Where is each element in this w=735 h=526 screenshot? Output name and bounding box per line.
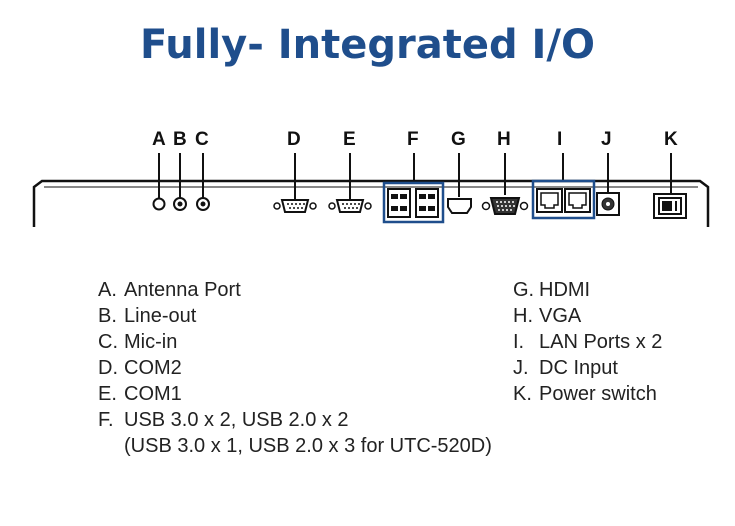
legend-item-g: G.HDMI bbox=[513, 277, 662, 303]
callout-e: E bbox=[343, 129, 356, 150]
power-switch-icon bbox=[653, 193, 687, 219]
legend-item-j: J. DC Input bbox=[513, 355, 662, 381]
callout-c: C bbox=[195, 129, 209, 150]
legend-label: Antenna Port bbox=[124, 279, 241, 301]
mic-in-jack-icon bbox=[196, 197, 210, 211]
io-panel-diagram: A B C D E F G H I J K bbox=[32, 129, 710, 227]
legend-key: D. bbox=[98, 357, 118, 379]
legend-key: E. bbox=[98, 383, 117, 405]
leader-lines bbox=[158, 153, 672, 200]
legend-label: LAN Ports x 2 bbox=[539, 331, 663, 353]
legend-label: HDMI bbox=[539, 279, 591, 301]
page-title: Fully- Integrated I/O bbox=[139, 22, 596, 68]
legend-item-d: D. COM2 bbox=[98, 355, 492, 381]
vga-port-icon bbox=[481, 197, 529, 215]
legend-key: H. bbox=[513, 305, 533, 327]
legend-item-b: B. Line-out bbox=[98, 303, 492, 329]
legend-item-f: F. USB 3.0 x 2, USB 2.0 x 2 bbox=[98, 407, 492, 433]
legend-item-e: E. COM1 bbox=[98, 381, 492, 407]
legend-label: VGA bbox=[539, 305, 582, 327]
legend-label: Mic-in bbox=[124, 331, 178, 353]
lan-ports-icon bbox=[536, 188, 591, 213]
legend-key: B. bbox=[98, 305, 117, 327]
panel-outline bbox=[32, 179, 710, 227]
callout-j: J bbox=[601, 129, 612, 150]
antenna-port-icon bbox=[152, 197, 166, 211]
legend-label: Power switch bbox=[539, 383, 657, 405]
legend-key: J. bbox=[513, 357, 529, 379]
legend-item-h: H. VGA bbox=[513, 303, 662, 329]
legend-key: F. bbox=[98, 409, 114, 431]
legend-key: K. bbox=[513, 383, 532, 405]
legend-key: G. bbox=[513, 279, 535, 301]
legend-label: DC Input bbox=[539, 357, 618, 379]
callout-h: H bbox=[497, 129, 511, 150]
legend-label: USB 3.0 x 2, USB 2.0 x 2 bbox=[124, 409, 349, 431]
callout-d: D bbox=[287, 129, 301, 150]
callout-f: F bbox=[407, 129, 419, 150]
legend-left: A. Antenna Port B. Line-out C. Mic-in D. COM… bbox=[98, 277, 492, 459]
hdmi-port-icon bbox=[447, 198, 472, 214]
callout-g: G bbox=[451, 129, 466, 150]
legend-item-k: K. Power switch bbox=[513, 381, 662, 407]
usb-group-highlight bbox=[382, 181, 445, 224]
callout-i: I bbox=[557, 129, 562, 150]
legend-key: C. bbox=[98, 331, 118, 353]
usb-ports-icon bbox=[387, 188, 439, 218]
com2-port-icon bbox=[273, 199, 317, 213]
legend-item-a: A. Antenna Port bbox=[98, 277, 492, 303]
legend-note-f: (USB 3.0 x 1, USB 2.0 x 3 for UTC-520D) bbox=[124, 435, 492, 457]
legend-key: A. bbox=[98, 279, 117, 301]
callout-b: B bbox=[173, 129, 187, 150]
legend-label: Line-out bbox=[124, 305, 197, 327]
lan-group-highlight bbox=[531, 179, 596, 220]
legend-label: COM1 bbox=[124, 383, 182, 405]
callout-a: A bbox=[152, 129, 166, 150]
dc-input-icon bbox=[596, 192, 620, 216]
legend-label: COM2 bbox=[124, 357, 182, 379]
legend-key: I. bbox=[513, 331, 525, 353]
line-out-jack-icon bbox=[173, 197, 187, 211]
legend-item-i: I. LAN Ports x 2 bbox=[513, 329, 662, 355]
com1-port-icon bbox=[328, 199, 372, 213]
legend-item-c: C. Mic-in bbox=[98, 329, 492, 355]
legend-right: G.HDMI H.VGA I.LAN Ports x 2 J.DC Input … bbox=[513, 277, 662, 407]
callout-k: K bbox=[664, 129, 678, 150]
